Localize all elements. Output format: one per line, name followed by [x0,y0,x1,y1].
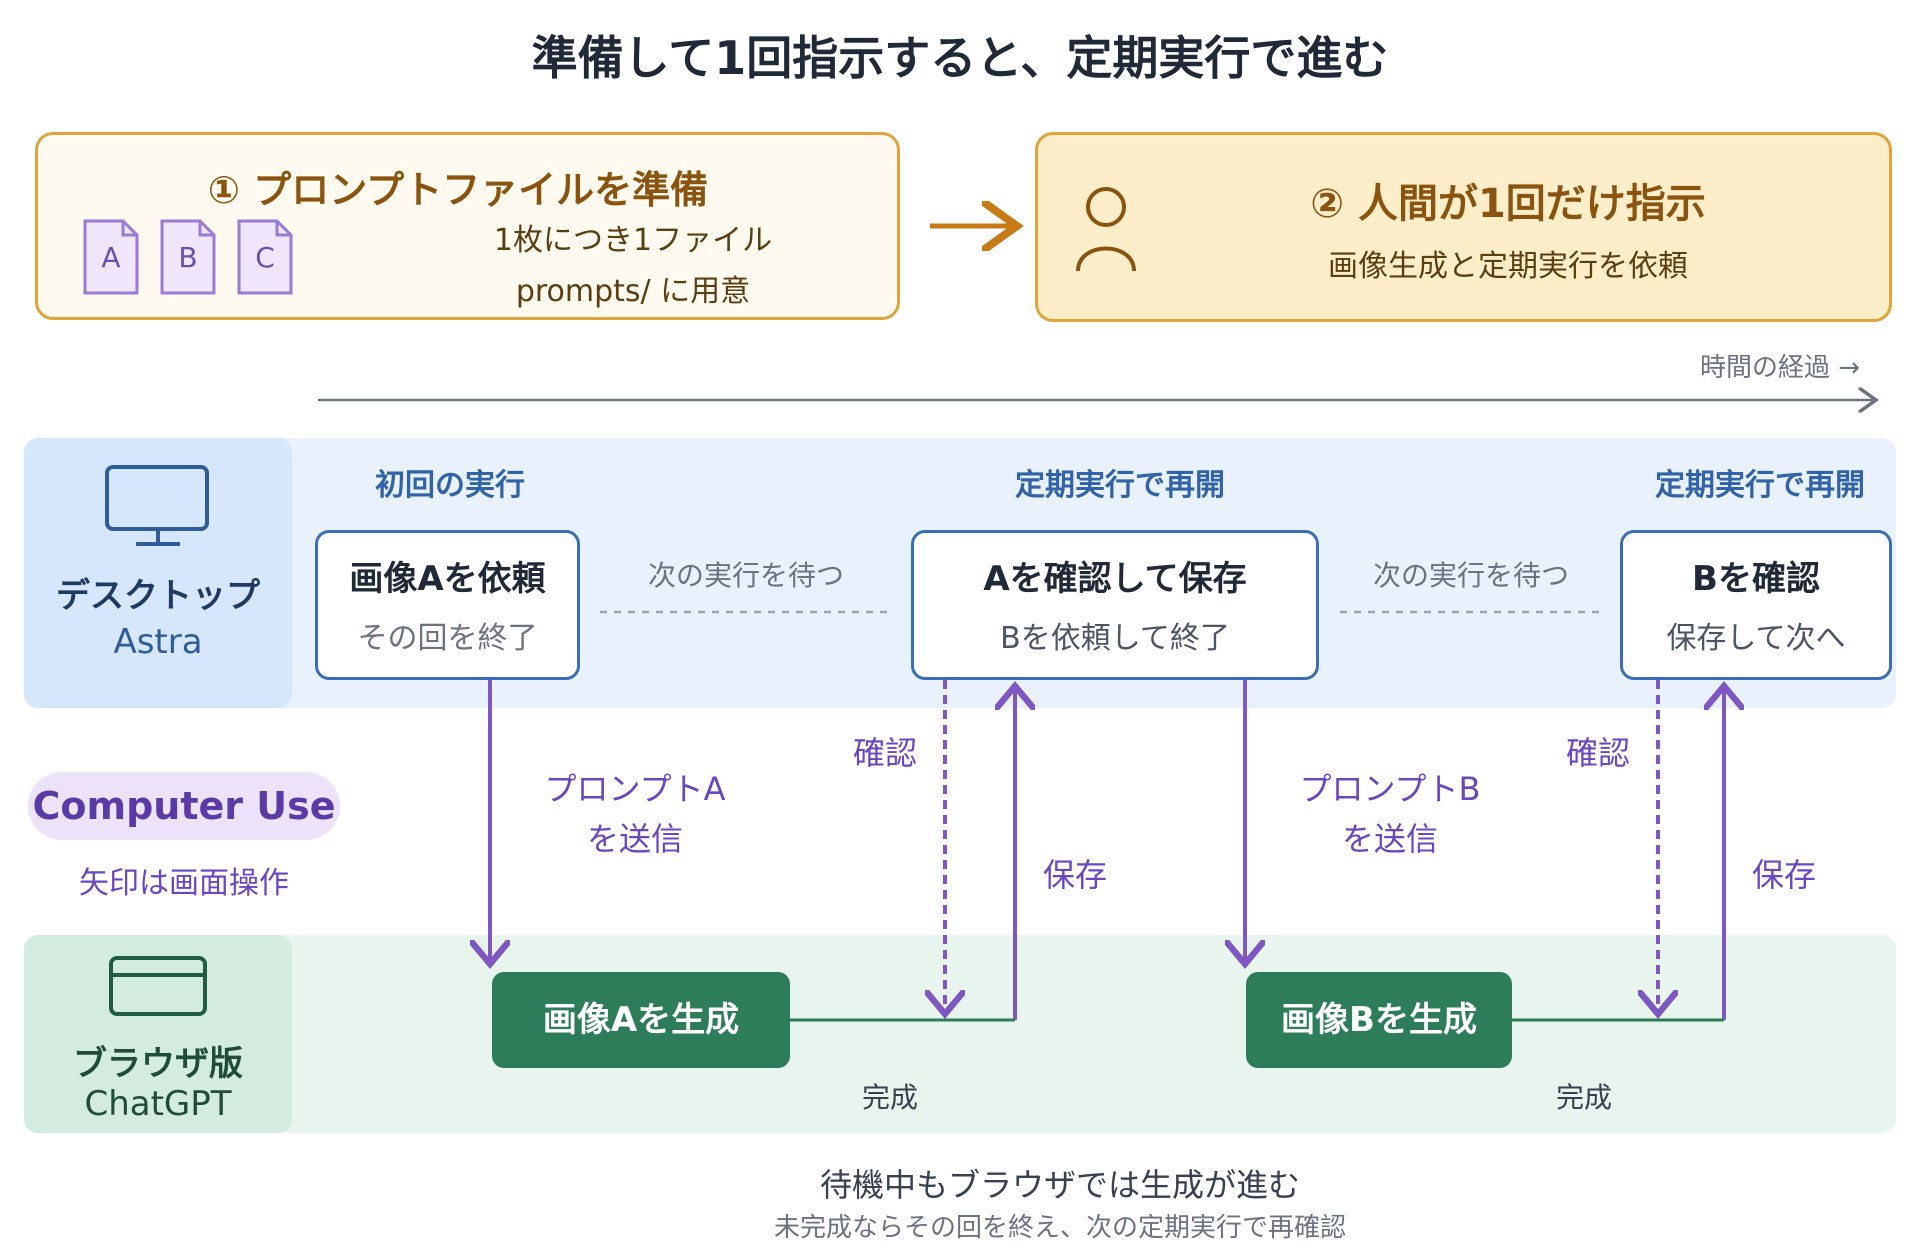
generate-a-box: 画像Aを生成 [492,972,790,1068]
step1-desc-line2: prompts/ に用意 [515,274,751,309]
browser-lane-title: ブラウザ版 [73,1044,243,1084]
check-b-label: 確認 [1565,734,1630,772]
desktop-lane-header [24,438,292,708]
desktop-step-detail: Bを依頼して終了 [1000,621,1230,656]
send-b-label-line1: プロンプトB [1299,770,1481,808]
desktop-step-box-1: 画像Aを依頼 その回を終了 [315,530,580,680]
step2-desc: 画像生成と定期実行を依頼 [1328,249,1688,284]
wait-label-1: 次の実行を待つ [647,559,844,592]
check-a-label: 確認 [852,734,917,772]
done-b-label: 完成 [1555,1081,1612,1114]
file-icon [83,219,139,295]
file-icon [160,219,216,295]
person-icon [1076,187,1136,272]
done-a-label: 完成 [861,1081,918,1114]
footer-line2: 未完成ならその回を終え、次の定期実行で再確認 [773,1213,1346,1243]
send-b-label-line2: を送信 [1341,820,1438,858]
timeline-label: 時間の経過 → [1699,353,1860,383]
desktop-step-box-2: Aを確認して保存 Bを依頼して終了 [911,530,1319,680]
file-icon [237,219,293,295]
file-label: C [255,241,275,274]
browser-lane-subtitle: ChatGPT [84,1084,232,1124]
browser-lane-header [24,935,292,1133]
desktop-lane-subtitle: Astra [113,622,203,662]
send-a-label-line2: を送信 [586,820,683,858]
save-b-label: 保存 [1751,856,1816,894]
step2-title: ② 人間が1回だけ指示 [1310,181,1706,227]
step1-desc-line1: 1枚につき1ファイル [493,223,773,258]
desktop-step-box-3: Bを確認 保存して次へ [1620,530,1892,680]
wait-label-2: 次の実行を待つ [1372,559,1569,592]
file-b: B [160,219,216,299]
file-label: A [101,241,121,274]
file-c: C [237,219,293,299]
file-a: A [83,219,139,299]
desktop-step-title: Aを確認して保存 [983,559,1247,599]
page-title: 準備して1回指示すると、定期実行で進む [531,31,1389,85]
desktop-step-title: Bを確認 [1692,559,1820,599]
step1-box: ① プロンプトファイルを準備 A B C 1枚につき1ファイル prompts/… [35,132,900,320]
browser-window-icon [109,956,207,1016]
phase-label-2: 定期実行で再開 [1015,468,1225,503]
browser-band [24,935,1896,1133]
save-a-label: 保存 [1042,856,1107,894]
desktop-lane-title: デスクトップ [56,576,260,616]
phase-label-1: 初回の実行 [375,468,525,503]
desktop-step-detail: その回を終了 [357,621,538,656]
monitor-icon [105,465,209,546]
desktop-step-detail: 保存して次へ [1666,621,1846,656]
footer-line1: 待機中もブラウザでは生成が進む [819,1166,1300,1204]
send-a-label-line1: プロンプトA [544,770,726,808]
computer-use-note: 矢印は画面操作 [79,866,289,901]
computer-use-badge: Computer Use [28,772,340,840]
step1-title: ① プロンプトファイルを準備 [207,168,709,212]
desktop-step-title: 画像Aを依頼 [349,559,546,599]
file-label: B [178,241,198,274]
phase-label-3: 定期実行で再開 [1655,468,1865,503]
generate-b-box: 画像Bを生成 [1246,972,1512,1068]
step2-box: ② 人間が1回だけ指示 画像生成と定期実行を依頼 [1035,132,1892,322]
